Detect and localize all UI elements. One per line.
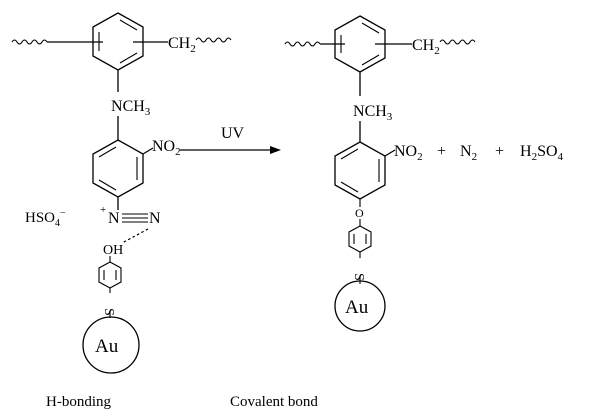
product-ring-to-nitro-bond — [384, 149, 396, 157]
product-backbone-left-wave — [284, 41, 321, 47]
product-nitrophenyl-ring — [334, 141, 386, 200]
product-gold-nanoparticle — [334, 280, 386, 332]
gold-nanoparticle — [82, 316, 140, 374]
polymer-backbone-left-wave — [11, 39, 48, 45]
ring-to-nitro-bond — [142, 147, 154, 155]
caption-covalent-bond: Covalent bond — [230, 394, 318, 410]
product-nitro-label: NO2 — [394, 143, 423, 163]
product-ch2-label: CH2 — [412, 37, 440, 57]
hydrogen-bond-dashed — [121, 228, 149, 244]
gold-label: Au — [95, 336, 119, 357]
product-gold-label: Au — [345, 297, 369, 318]
nitrogen-gas-label: N2 — [460, 143, 477, 163]
hydroxyl-label: OH — [103, 243, 123, 258]
amine-label: NCH3 — [111, 98, 151, 118]
nitrophenyl-ring — [92, 139, 144, 198]
uv-label: UV — [221, 125, 245, 142]
product-phenyl-ring — [348, 225, 372, 253]
reaction-arrow: UV — [180, 125, 281, 154]
caption-h-bonding: H-bonding — [46, 394, 111, 410]
product-amine-label: NCH3 — [353, 103, 393, 123]
nitro-label: NO2 — [152, 138, 181, 158]
product-ether-oxygen-label: O — [355, 206, 364, 220]
product-backbone-right-wave — [439, 39, 476, 45]
diazonium-n2: N — [149, 210, 161, 227]
diazonium-charge: + — [100, 204, 106, 216]
reactant-structure: CH2 NCH3 NO2 HSO4− + N N OH — [11, 12, 232, 374]
polymer-ch2-label: CH2 — [168, 35, 196, 55]
product-thiol-sulfur-label: S — [351, 273, 366, 281]
thiol-sulfur-label: S — [101, 308, 116, 316]
sulfuric-acid-label: H2SO4 — [520, 143, 564, 163]
phenol-ring — [98, 261, 122, 289]
plus-sign-2: + — [495, 143, 504, 160]
polymer-backbone-right-wave — [195, 37, 232, 43]
diazonium-n1: N — [108, 210, 120, 227]
product-structure: CH2 NCH3 NO2 O S Au — [284, 15, 476, 332]
counterion-label: HSO4− — [25, 208, 66, 229]
byproducts: + N2 + H2SO4 — [437, 143, 564, 163]
arrow-head — [270, 146, 281, 154]
plus-sign-1: + — [437, 143, 446, 160]
